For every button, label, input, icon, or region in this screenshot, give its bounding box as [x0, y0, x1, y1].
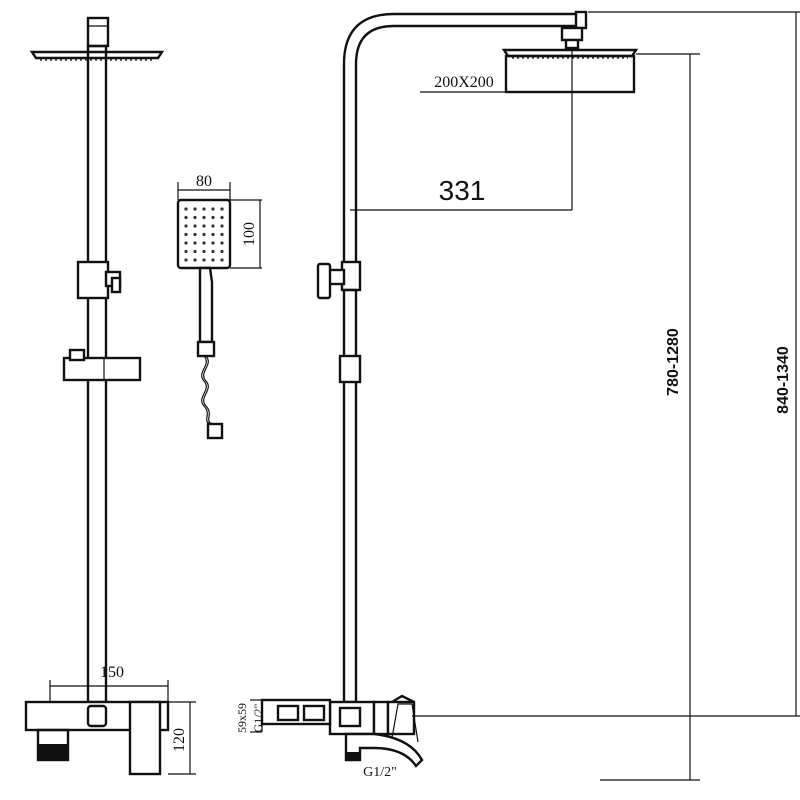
nozzle-dot: [220, 258, 224, 262]
nozzle-dot: [184, 258, 188, 262]
nozzle-dot: [211, 224, 215, 228]
inlet-thread-label: G1/2": [251, 703, 265, 732]
nozzle-dot: [202, 258, 206, 262]
nozzle-dot: [211, 232, 215, 237]
nozzle-dot: [202, 224, 206, 228]
total-height-label: 840-1340: [775, 346, 792, 414]
front-slide-holder: [62, 356, 142, 382]
arm-reach-label: 331: [439, 175, 486, 206]
nozzle-dot: [220, 241, 224, 245]
nozzle-dot: [193, 215, 197, 220]
hand-shower-width-label: 80: [196, 173, 212, 190]
nozzle-dot: [193, 232, 197, 237]
nozzle-dot: [211, 207, 215, 211]
nozzle-dot: [184, 232, 188, 237]
front-diverter-block: [76, 260, 110, 300]
front-rain-head: [29, 50, 165, 60]
hand-shower-height-label: 100: [241, 222, 258, 246]
nozzle-dot: [211, 215, 215, 220]
nozzle-dot: [211, 241, 215, 245]
hand-shower-handle: [198, 266, 214, 344]
nozzle-dot: [184, 241, 188, 245]
nozzle-dot: [193, 224, 197, 228]
nozzle-dot: [220, 232, 224, 237]
nozzle-dot: [211, 249, 215, 254]
rain-head-size-label: 200X200: [434, 74, 494, 91]
side-view: 200X200 331 59x59 G1/2" G1/2": [235, 10, 800, 781]
nozzle-dot: [193, 207, 197, 211]
rail-height-label: 780-1280: [665, 328, 682, 396]
nozzle-dot: [202, 215, 206, 220]
nozzle-dot: [184, 215, 188, 220]
shower-hose: [203, 355, 213, 425]
nozzle-dot: [220, 215, 224, 220]
side-spout: [344, 732, 424, 768]
nozzle-dot: [220, 224, 224, 228]
nozzle-dot: [184, 224, 188, 228]
front-view: 150 120: [24, 16, 196, 776]
nozzle-dot: [184, 207, 188, 211]
nozzle-dot: [193, 258, 197, 262]
front-head-connector: [86, 16, 110, 48]
side-riser-pipe: [342, 288, 358, 704]
spout-thread-label: G1/2": [363, 765, 397, 780]
nozzle-dot: [202, 207, 206, 211]
nozzle-dot: [211, 258, 215, 262]
shower-arm: [342, 12, 584, 266]
side-slide-holder: [338, 354, 362, 384]
nozzle-dot: [202, 232, 206, 237]
nozzle-dot: [202, 241, 206, 245]
arm-end-cap: [574, 10, 588, 30]
mixer-width-label: 150: [100, 664, 124, 681]
nozzle-dot: [193, 241, 197, 245]
hand-shower: 80 100: [176, 173, 262, 440]
nozzle-dot: [220, 249, 224, 254]
mixer-height-label: 120: [171, 728, 188, 752]
body-size-label: 59x59: [235, 703, 249, 733]
nozzle-dot: [202, 249, 206, 254]
nozzle-dot: [220, 207, 224, 211]
nozzle-grid: [184, 207, 224, 262]
nozzle-dot: [193, 249, 197, 254]
nozzle-dot: [184, 249, 188, 254]
